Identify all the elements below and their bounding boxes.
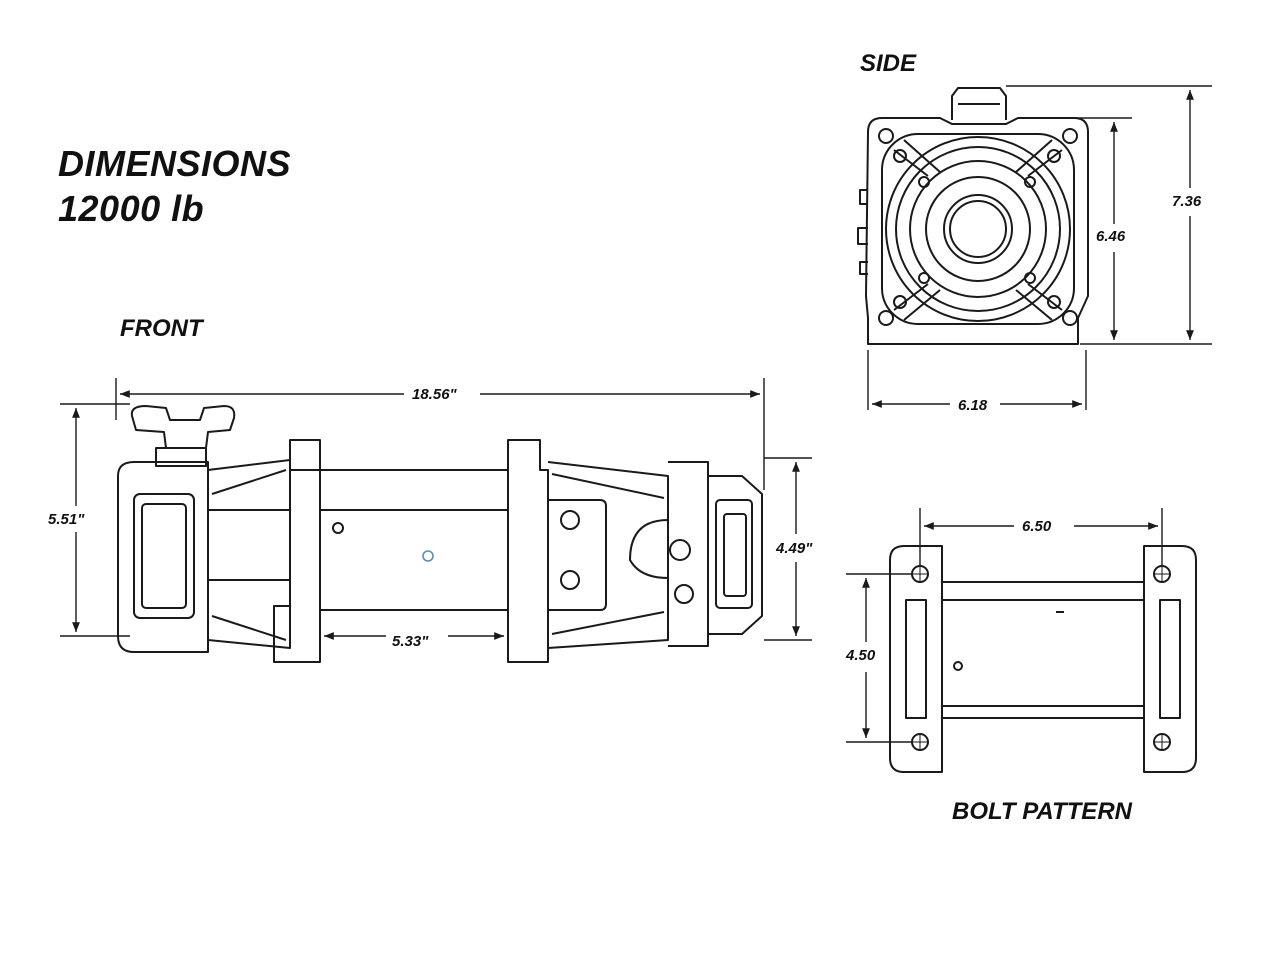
dim-side-body-height: 6.46 xyxy=(1096,228,1126,245)
dim-overall-length: 18.56" xyxy=(412,386,457,403)
dim-side-total-height: 7.36 xyxy=(1172,193,1202,210)
front-view-dimensions xyxy=(60,378,812,641)
front-view-label: FRONT xyxy=(120,315,203,342)
front-view-drawing xyxy=(117,405,763,663)
dim-front-height: 5.51" xyxy=(48,511,85,528)
side-view-dimensions xyxy=(867,85,1212,410)
accent-bolt-marker xyxy=(422,550,434,562)
title-capacity: 12000 lb xyxy=(58,188,205,229)
side-view-label: SIDE xyxy=(860,50,917,77)
title-dimensions: DIMENSIONS xyxy=(58,143,292,184)
side-view-drawing xyxy=(857,87,1089,345)
dim-side-width: 6.18 xyxy=(958,397,988,414)
dim-foot-spacing: 5.33" xyxy=(392,633,429,650)
bolt-pattern-label: BOLT PATTERN xyxy=(952,798,1132,825)
dim-bolt-depth: 4.50 xyxy=(846,647,876,664)
bolt-pattern-dimensions xyxy=(846,508,1163,743)
bolt-pattern-drawing xyxy=(889,545,1197,773)
dim-drum-height: 4.49" xyxy=(776,540,813,557)
dim-bolt-width: 6.50 xyxy=(1022,518,1052,535)
